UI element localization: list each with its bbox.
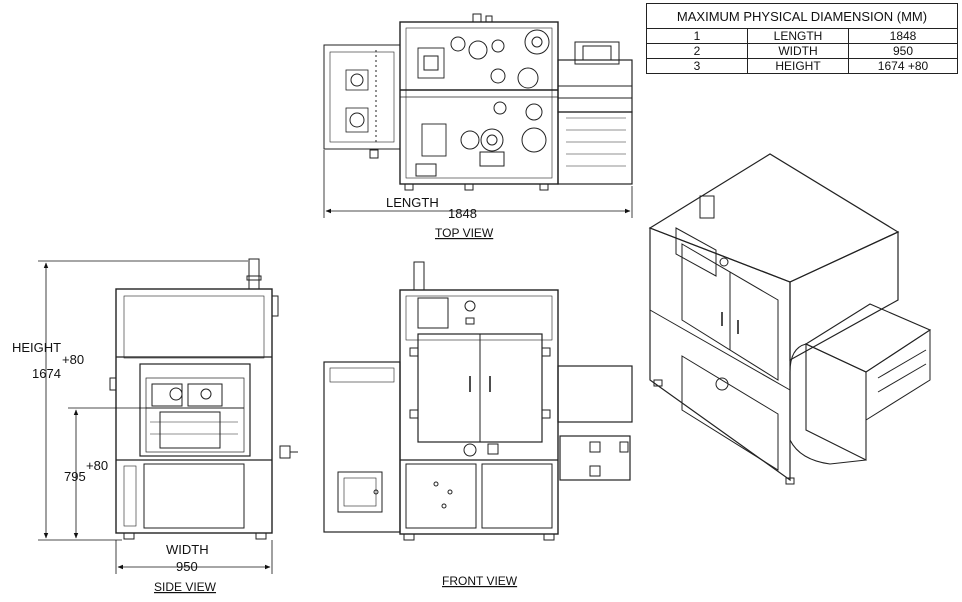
front-view-title: FRONT VIEW	[442, 574, 518, 588]
top-view	[323, 13, 633, 191]
side-view-title: SIDE VIEW	[154, 580, 217, 594]
isometric-view	[648, 153, 932, 485]
height-value: 1674	[32, 366, 61, 381]
front-left-module	[323, 361, 401, 533]
front-right-unit	[557, 365, 633, 423]
length-value: 1848	[448, 206, 477, 221]
row-number: 3	[646, 58, 748, 74]
table-row: 3 HEIGHT 1674 +80	[646, 58, 958, 74]
length-label: LENGTH	[386, 195, 439, 210]
side-view	[109, 258, 298, 540]
top-view-title: TOP VIEW	[435, 226, 494, 240]
length-dimension	[323, 150, 633, 218]
mid-height-plus: +80	[86, 458, 108, 473]
mid-height-value: 795	[64, 469, 86, 484]
width-label: WIDTH	[166, 542, 209, 557]
height-plus: +80	[62, 352, 84, 367]
table-title: MAXIMUM PHYSICAL DIAMENSION (MM)	[646, 3, 958, 29]
height-label: HEIGHT	[12, 340, 61, 355]
front-view	[323, 261, 633, 541]
side-dimensions	[38, 260, 273, 574]
row-value: 1674 +80	[848, 58, 958, 74]
width-value: 950	[176, 559, 198, 574]
front-main-body	[399, 289, 559, 535]
side-body	[115, 288, 273, 534]
row-name: HEIGHT	[747, 58, 849, 74]
dimension-table: MAXIMUM PHYSICAL DIAMENSION (MM) 1 LENGT…	[646, 3, 958, 74]
top-left-module	[323, 44, 401, 150]
